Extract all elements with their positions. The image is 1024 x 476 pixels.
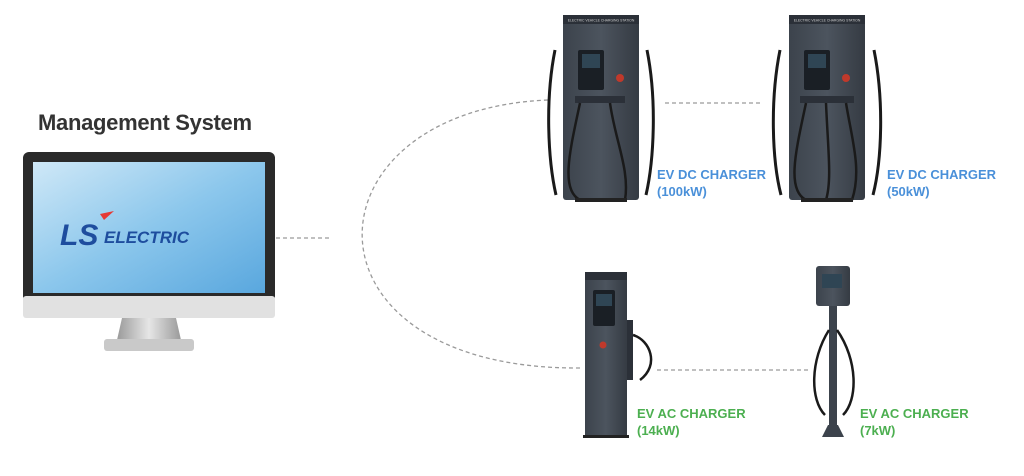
monitor-chin: [23, 296, 275, 318]
charger-power: (7kW): [860, 423, 896, 438]
management-system-title: Management System: [38, 110, 252, 135]
monitor: LS ELECTRIC: [23, 152, 275, 351]
charger-header-text: ELECTRIC VEHICLE CHARGING STATION: [794, 19, 861, 23]
charger-power: (14kW): [637, 423, 680, 438]
ac-charger-7kw: [813, 266, 855, 437]
charger-header-text: ELECTRIC VEHICLE CHARGING STATION: [568, 19, 635, 23]
connection-lines: [276, 99, 810, 371]
charger-label-ac-7kw: EV AC CHARGER (7kW): [860, 405, 969, 439]
charger-type: EV AC CHARGER: [860, 406, 969, 421]
charger-power: (100kW): [657, 184, 707, 199]
logo-accent-mark: [100, 211, 114, 220]
charger-type: EV DC CHARGER: [657, 167, 767, 182]
charger-type: EV AC CHARGER: [637, 406, 746, 421]
electric-logo-text: ELECTRIC: [104, 228, 190, 247]
ac-charger-14kw: [583, 272, 653, 438]
charger-label-ac-14kw: EV AC CHARGER (14kW): [637, 405, 746, 439]
charger-label-dc-50kw: EV DC CHARGER (50kW): [887, 166, 996, 200]
charger-type: EV DC CHARGER: [887, 167, 997, 182]
monitor-screen: [33, 162, 265, 293]
dc-charger-50kw: ELECTRIC VEHICLE CHARGING STATION: [771, 15, 883, 202]
charger-power: (50kW): [887, 184, 930, 199]
monitor-stand: [117, 318, 181, 340]
monitor-base: [104, 339, 194, 351]
ls-logo-mark: LS: [60, 219, 98, 252]
branch-curve-line: [361, 99, 581, 369]
charger-label-dc-100kw: EV DC CHARGER (100kW): [657, 166, 766, 200]
dc-charger-100kw: ELECTRIC VEHICLE CHARGING STATION: [547, 15, 655, 202]
